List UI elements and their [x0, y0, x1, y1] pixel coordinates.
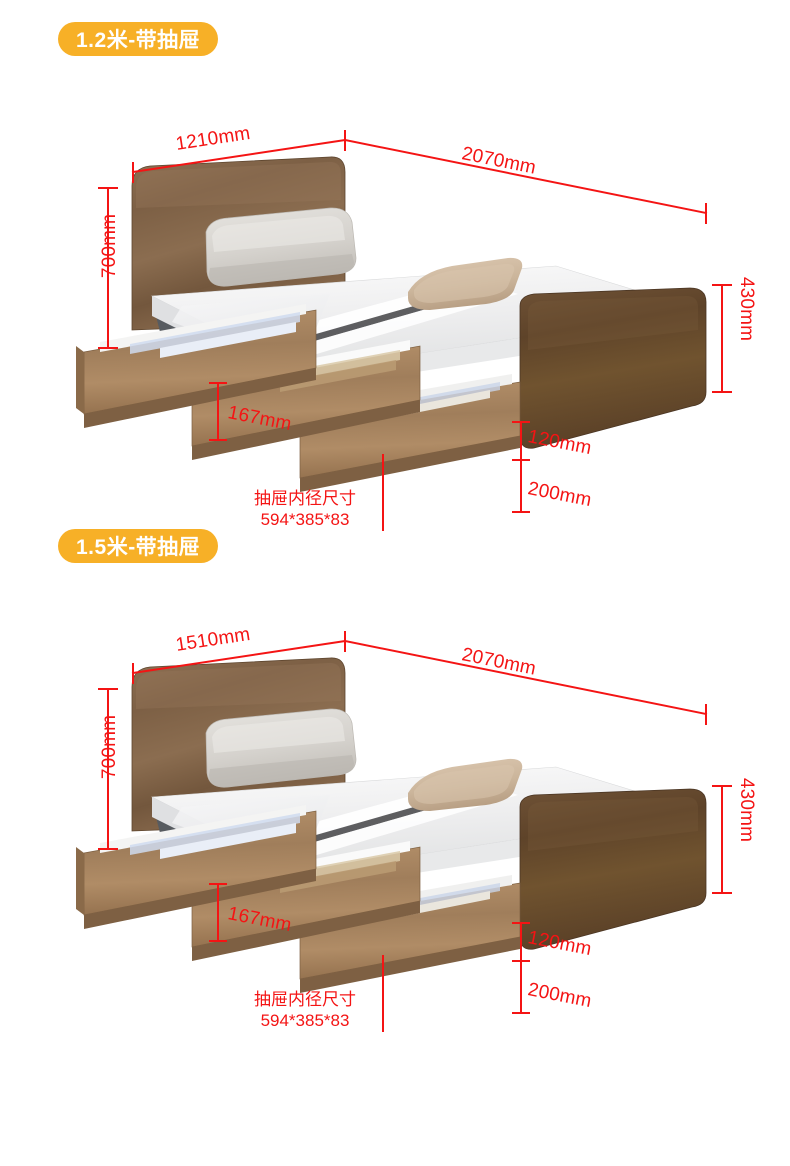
bed-drawing-1-2m	[76, 130, 732, 531]
dimension-footboard-height-label-2: 430mm	[736, 777, 758, 843]
drawer-caption-value-2: 594*385*83	[260, 1011, 350, 1031]
bed-illustration-1-5m: 1510mm 2070mm 700mm 430mm 167mm 120mm 20…	[0, 583, 790, 1166]
dimension-clearance-label-2: 200mm	[526, 979, 594, 1013]
drawer-caption-title-1: 抽屉内径尺寸	[254, 489, 356, 508]
dimension-length-label-2: 2070mm	[460, 644, 538, 680]
dimension-rail-height-label-2: 120mm	[526, 927, 594, 961]
dimension-drawer-height-label-1: 167mm	[226, 402, 294, 436]
drawer-inner-size-caption-2: 抽屉内径尺寸 594*385*83	[254, 989, 356, 1032]
dimension-drawer-height-label-2: 167mm	[226, 903, 294, 937]
dimension-width-label-2: 1510mm	[174, 623, 252, 656]
dimension-clearance-label-1: 200mm	[526, 478, 594, 512]
diagram-section-1-5m: 1.5米-带抽屉	[0, 529, 790, 1166]
drawer-caption-value-1: 594*385*83	[260, 510, 350, 530]
section-badge-1-2m: 1.2米-带抽屉	[58, 22, 219, 56]
dimension-headboard-height-label-1: 700mm	[99, 213, 121, 279]
drawer-inner-size-caption-1: 抽屉内径尺寸 594*385*83	[254, 488, 356, 531]
section-badge-1-5m: 1.5米-带抽屉	[58, 529, 219, 563]
diagram-section-1-2m: 1.2米-带抽屉	[58, 22, 758, 531]
drawer-caption-title-2: 抽屉内径尺寸	[254, 990, 356, 1009]
bed-illustration-1-2m: 1210mm 2070mm 700mm 430mm 167mm 120mm 20…	[76, 122, 758, 531]
bed-drawing-1-5m	[76, 631, 732, 1032]
dimension-rail-height-label-1: 120mm	[526, 426, 594, 460]
dimension-headboard-height-label-2: 700mm	[99, 714, 121, 780]
dimension-length-label-1: 2070mm	[460, 143, 538, 179]
dimension-width-label-1: 1210mm	[174, 122, 252, 155]
dimension-footboard-height-label-1: 430mm	[736, 276, 758, 342]
